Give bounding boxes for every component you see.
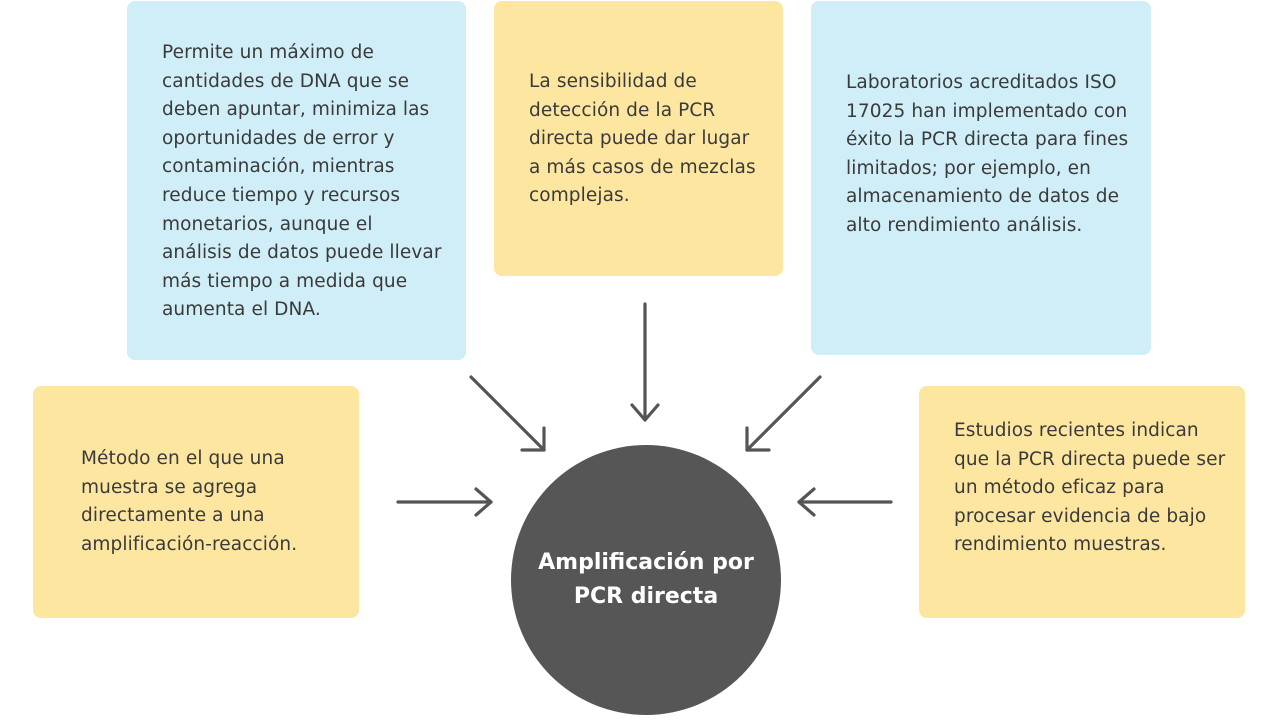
info-box-left-text: Método en el que una muestra se agrega d… [81, 448, 298, 555]
central-hub-label: Amplificación por PCR directa [538, 550, 754, 609]
arrow-from-right-icon [797, 487, 893, 517]
info-box-top-right: Laboratorios acreditados ISO 17025 han i… [811, 1, 1151, 355]
info-box-right: Estudios recientes indican que la PCR di… [919, 386, 1245, 618]
info-box-top-right-text: Laboratorios acreditados ISO 17025 han i… [846, 72, 1129, 236]
central-hub-circle: Amplificación por PCR directa [511, 445, 781, 715]
info-box-top-center: La sensibilidad de detección de la PCR d… [494, 1, 783, 276]
arrow-from-top-right-icon [745, 375, 822, 452]
info-box-top-left-text: Permite un máximo de cantidades de DNA q… [162, 42, 442, 321]
arrow-from-top-center-icon [630, 302, 660, 422]
info-box-right-text: Estudios recientes indican que la PCR di… [954, 420, 1226, 556]
info-box-top-left: Permite un máximo de cantidades de DNA q… [127, 1, 466, 360]
arrow-from-left-icon [396, 487, 493, 517]
info-box-left: Método en el que una muestra se agrega d… [33, 386, 359, 618]
info-box-top-center-text: La sensibilidad de detección de la PCR d… [529, 71, 756, 207]
arrow-from-top-left-icon [469, 375, 546, 452]
